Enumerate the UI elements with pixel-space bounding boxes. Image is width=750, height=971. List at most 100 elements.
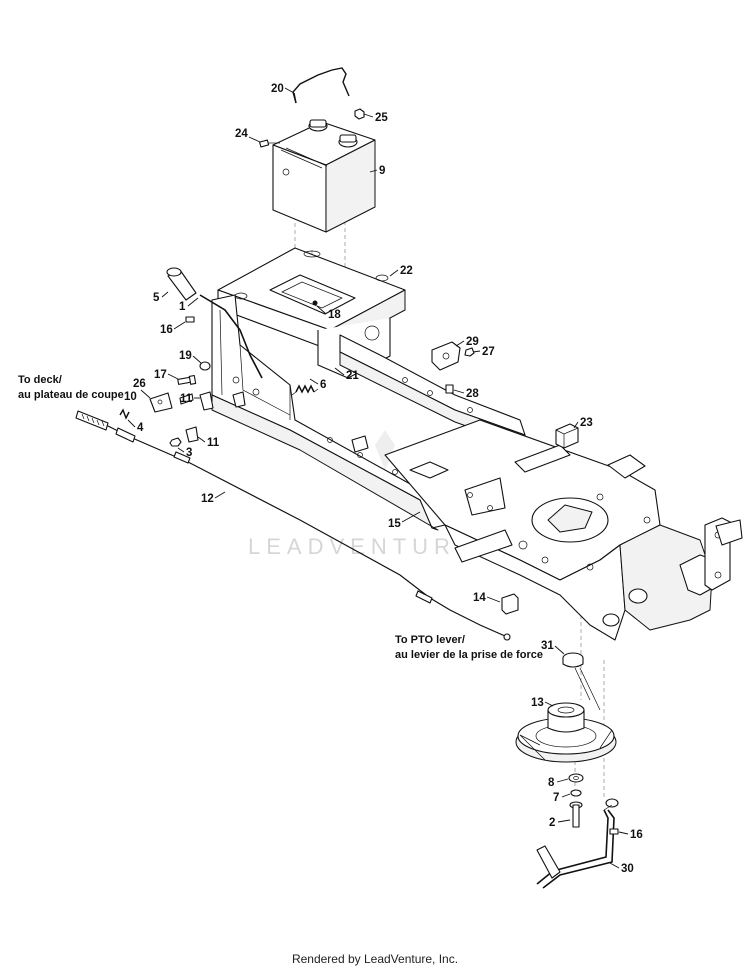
pto-switch-29 (431, 341, 461, 371)
svg-text:4: 4 (137, 422, 144, 434)
svg-text:To deck/: To deck/ (18, 374, 62, 386)
callout-3: 3 (177, 447, 192, 459)
svg-text:23: 23 (580, 417, 593, 429)
callout-31: 31 (541, 640, 565, 655)
callout-18: 18 (316, 305, 341, 321)
svg-text:24: 24 (235, 128, 248, 140)
spring (291, 384, 319, 396)
svg-text:26: 26 (133, 378, 146, 390)
svg-text:11: 11 (180, 393, 193, 405)
bushing-31 (562, 652, 584, 668)
callout-30: 30 (609, 862, 634, 875)
svg-text:18: 18 (328, 309, 341, 321)
battery (272, 119, 376, 233)
callout-6: 6 (309, 378, 326, 391)
hardware-27 (464, 347, 475, 357)
nut-3 (169, 437, 182, 447)
svg-text:25: 25 (375, 112, 388, 124)
callout-14: 14 (473, 592, 501, 604)
svg-text:28: 28 (466, 388, 479, 400)
note-to-pto-lever: To PTO lever/ au levier de la prise de f… (395, 634, 543, 661)
callout-27: 27 (472, 346, 495, 358)
deck-lift-bracket-26 (149, 392, 173, 413)
bracket-11a (199, 391, 214, 411)
svg-text:21: 21 (346, 370, 359, 382)
svg-text:8: 8 (548, 777, 555, 789)
bolt-16-lower (609, 828, 619, 835)
switch-14 (501, 593, 519, 615)
hardware-10 (179, 393, 194, 405)
svg-text:12: 12 (201, 493, 214, 505)
bolt-17 (177, 374, 197, 385)
svg-text:5: 5 (153, 292, 160, 304)
callout-10: 10 (124, 391, 137, 403)
note-to-deck: To deck/ au plateau de coupe (18, 374, 124, 401)
svg-text:au levier de la prise de force: au levier de la prise de force (395, 649, 543, 661)
svg-text:19: 19 (179, 350, 192, 362)
washer-8 (568, 773, 584, 783)
callout-7: 7 (553, 792, 571, 804)
callout-16b: 16 (618, 829, 643, 841)
callout-11b: 11 (197, 436, 220, 449)
svg-text:au plateau de coupe: au plateau de coupe (18, 389, 124, 401)
frame-rear-plate (384, 419, 719, 641)
callout-11a: 11 (180, 393, 200, 405)
callout-13: 13 (531, 697, 554, 709)
frame-left-rail (211, 294, 446, 531)
hardware-bolt-24 (259, 139, 280, 148)
svg-text:10: 10 (124, 391, 137, 403)
bracket-11b (185, 426, 199, 443)
svg-text:15: 15 (388, 518, 401, 530)
callout-16a: 16 (160, 321, 186, 336)
hardware-28 (445, 384, 454, 394)
callout-29: 29 (455, 336, 479, 348)
callout-20: 20 (271, 83, 295, 95)
svg-text:29: 29 (466, 336, 479, 348)
svg-text:6: 6 (320, 379, 326, 391)
svg-text:22: 22 (400, 265, 413, 277)
callout-8: 8 (548, 777, 569, 789)
callout-21: 21 (334, 367, 359, 382)
svg-text:16: 16 (630, 829, 643, 841)
footer-credit: Rendered by LeadVenture, Inc. (291, 952, 459, 966)
switch-23 (555, 423, 579, 449)
callout-28: 28 (453, 388, 479, 400)
svg-text:2: 2 (549, 817, 555, 829)
svg-text:9: 9 (379, 165, 385, 177)
callout-25: 25 (363, 112, 388, 124)
callout-12: 12 (201, 491, 226, 505)
svg-text:11: 11 (207, 437, 220, 449)
battery-hold-down-rod (292, 67, 350, 104)
callout-15: 15 (388, 511, 421, 530)
callout-4: 4 (127, 419, 144, 434)
svg-text:17: 17 (154, 369, 167, 381)
pulley-13 (515, 702, 617, 763)
spacer-19 (199, 361, 211, 371)
svg-text:7: 7 (553, 792, 559, 804)
watermark-logo (365, 420, 405, 470)
spacer-7 (570, 789, 582, 797)
rear-hitch-plate (704, 517, 743, 591)
belt-guide-lines (519, 667, 601, 761)
bolt-16-upper (185, 316, 195, 323)
callout-2: 2 (549, 817, 571, 829)
idler-arm-30 (536, 798, 619, 889)
pto-cable (75, 410, 511, 641)
svg-text:3: 3 (186, 447, 192, 459)
callout-26: 26 (133, 378, 151, 399)
callout-23: 23 (573, 417, 593, 429)
callout-24: 24 (235, 128, 261, 143)
callout-17: 17 (154, 369, 179, 381)
svg-text:20: 20 (271, 83, 284, 95)
bolt-2 (569, 801, 583, 828)
svg-text:31: 31 (541, 640, 554, 652)
watermark-text: LEADVENTURE (248, 534, 477, 559)
clip-4 (119, 408, 130, 420)
callout-1: 1 (179, 297, 199, 313)
svg-text:13: 13 (531, 697, 544, 709)
lift-lever (166, 267, 263, 379)
callout-11c: 11 (180, 393, 193, 405)
svg-text:30: 30 (621, 863, 634, 875)
svg-text:27: 27 (482, 346, 495, 358)
